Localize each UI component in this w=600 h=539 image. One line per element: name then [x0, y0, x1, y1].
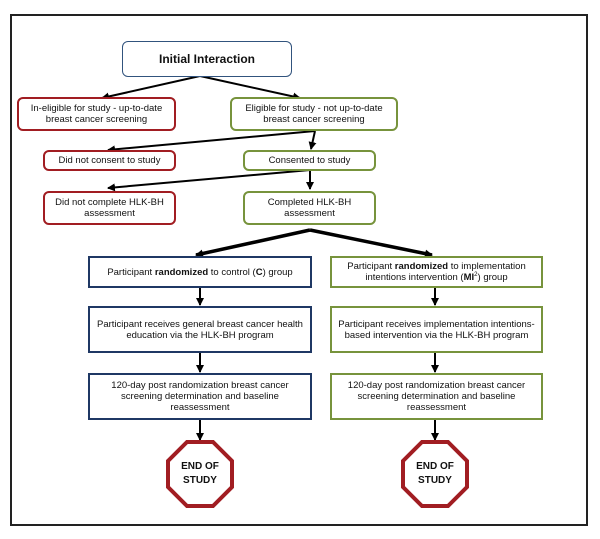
consented-box: Consented to study — [243, 150, 376, 171]
ineligible-label: In-eligible for study - up-to-date breas… — [30, 103, 163, 125]
intervention-education-box: Participant receives implementation inte… — [330, 306, 543, 353]
stop-octagon-right — [401, 440, 469, 508]
intervention-education-label: Participant receives implementation inte… — [338, 318, 535, 341]
ineligible-box: In-eligible for study - up-to-date breas… — [17, 97, 176, 131]
not-completed-label: Did not complete HLK-BH assessment — [55, 197, 164, 219]
eligible-box: Eligible for study - not up-to-date brea… — [230, 97, 398, 131]
arrow-consented-to-not-completed — [107, 169, 311, 192]
arrow-eligible-to-consented — [308, 130, 317, 150]
intervention-group-label: Participant randomized to implementation… — [347, 261, 526, 283]
not-completed-box: Did not complete HLK-BH assessment — [43, 191, 176, 225]
arrow-eligible-to-no-consent — [107, 130, 316, 154]
no-consent-box: Did not consent to study — [43, 150, 176, 171]
eligible-label: Eligible for study - not up-to-date brea… — [245, 103, 383, 125]
consented-label: Consented to study — [268, 155, 351, 166]
arrow-completed-to-intervention — [309, 228, 433, 258]
initial-interaction-label: Initial Interaction — [158, 51, 255, 66]
arrow-initial-to-ineligible — [101, 75, 201, 101]
control-group-box: Participant randomized to control (C) gr… — [88, 256, 312, 288]
control-education-label: Participant receives general breast canc… — [97, 318, 303, 341]
control-followup-label: 120-day post randomization breast cancer… — [111, 380, 289, 413]
intervention-followup-box: 120-day post randomization breast cancer… — [330, 373, 543, 420]
arrow-completed-to-control — [195, 228, 311, 258]
intervention-followup-label: 120-day post randomization breast cancer… — [347, 380, 526, 413]
initial-interaction-box: Initial Interaction — [122, 41, 292, 77]
no-consent-label: Did not consent to study — [58, 155, 161, 166]
control-followup-box: 120-day post randomization breast cancer… — [88, 373, 312, 420]
control-group-label: Participant randomized to control (C) gr… — [107, 266, 293, 278]
stop-octagon-left — [166, 440, 234, 508]
intervention-group-box: Participant randomized to implementation… — [330, 256, 543, 288]
completed-box: Completed HLK-BH assessment — [243, 191, 376, 225]
control-education-box: Participant receives general breast canc… — [88, 306, 312, 353]
completed-label: Completed HLK-BH assessment — [267, 197, 352, 219]
arrow-initial-to-eligible — [199, 75, 301, 101]
